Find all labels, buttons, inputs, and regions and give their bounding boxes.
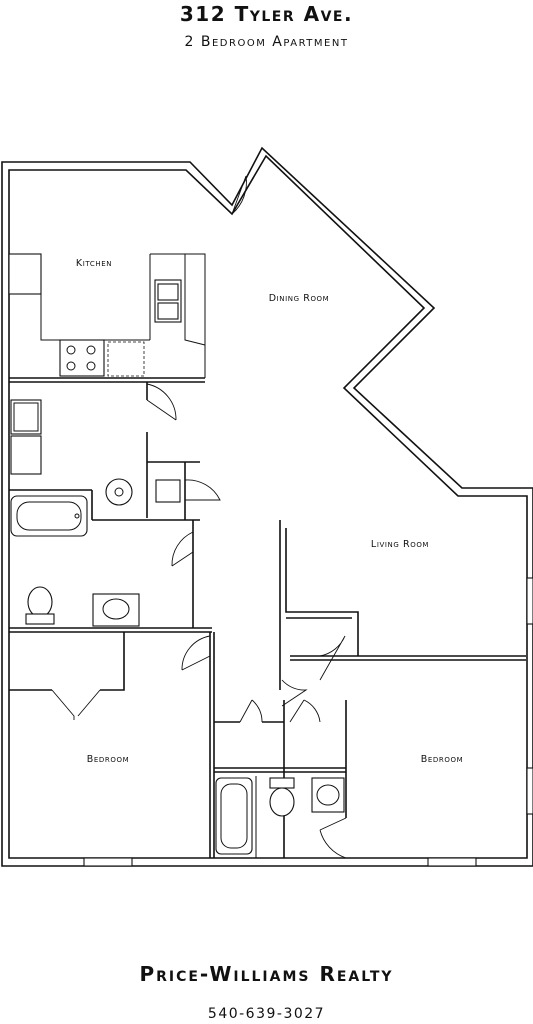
company-name: Price-Williams Realty — [139, 962, 394, 986]
kitchen-area — [8, 253, 206, 383]
bedroom-left-area — [9, 632, 215, 858]
laundry-area — [9, 382, 221, 521]
label-living-room: Living Room — [371, 539, 429, 550]
entry-door — [231, 175, 247, 215]
label-dining-room: Dining Room — [269, 293, 330, 304]
exterior-walls — [1, 146, 533, 867]
label-bedroom-right: Bedroom — [421, 754, 463, 765]
label-bedroom-left: Bedroom — [87, 754, 129, 765]
apartment-subtitle: 2 Bedroom Apartment — [184, 34, 349, 50]
label-kitchen: Kitchen — [76, 258, 112, 269]
hall-walls — [279, 520, 526, 707]
address-title: 312 Tyler Ave. — [179, 2, 354, 26]
company-phone: 540-639-3027 — [207, 1006, 326, 1022]
bathroom-left — [9, 495, 212, 633]
bathroom-right — [214, 699, 347, 859]
